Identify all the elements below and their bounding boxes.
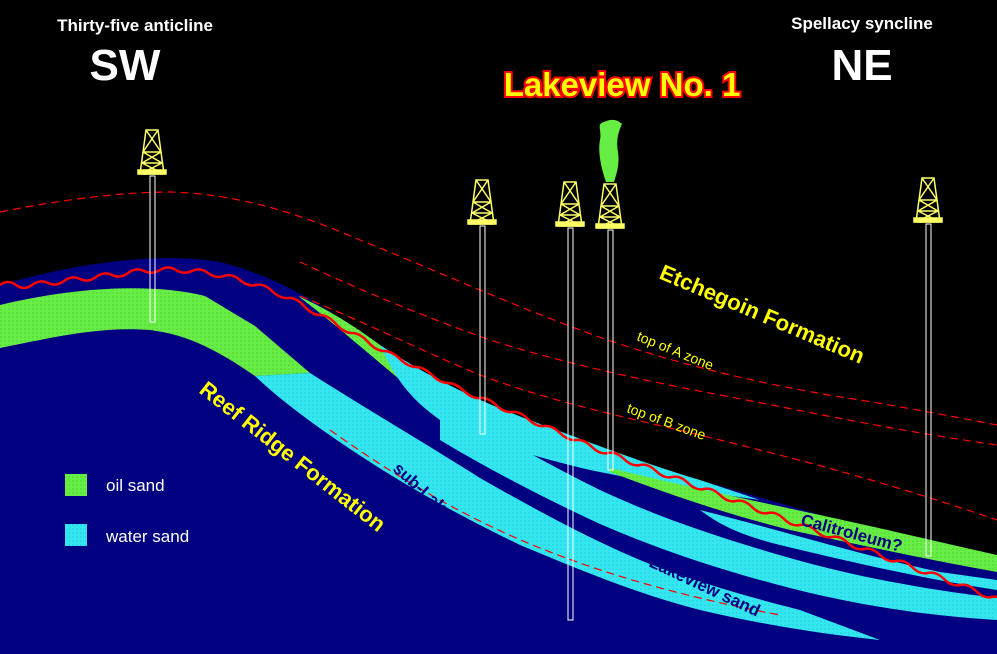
legend-label-water-sand: water sand	[105, 527, 189, 546]
top-b-label: top of B zone	[625, 400, 708, 443]
dashed-line-top-b	[299, 295, 997, 521]
dashed-line-top-a	[299, 261, 997, 446]
legend-swatch-oil-sand	[65, 474, 87, 496]
oil-sand-crest	[0, 288, 310, 376]
calitroleum-sand	[610, 468, 997, 572]
well-bore	[925, 223, 932, 557]
oil-derrick-icon	[913, 177, 943, 223]
well-bore	[149, 175, 156, 323]
ne-subtitle: Spellacy syncline	[791, 14, 933, 33]
well-ne	[913, 177, 943, 557]
dashed-line-upper	[0, 191, 997, 426]
calitroleum-water	[700, 510, 997, 590]
unconformity-line	[0, 266, 997, 599]
top-a-label: top of A zone	[635, 328, 716, 373]
oil-derrick-icon	[467, 179, 497, 225]
well-bore	[567, 227, 574, 621]
oil-derrick-icon	[555, 181, 585, 227]
well-2	[467, 179, 497, 435]
sub-lakeview-band	[255, 373, 880, 640]
well-bore	[479, 225, 486, 435]
legend-label-oil-sand: oil sand	[106, 476, 165, 495]
well-bore	[607, 229, 614, 471]
well-lakeview-no1	[595, 119, 625, 471]
oil-derrick-icon	[595, 183, 625, 229]
legend-swatch-water-sand	[65, 524, 87, 546]
well-sw	[137, 129, 167, 323]
ne-direction: NE	[831, 41, 892, 90]
lakeview-band	[440, 400, 997, 620]
oil-derrick-icon	[137, 129, 167, 175]
dashed-line-deep	[329, 429, 781, 616]
gusher-icon	[599, 119, 622, 182]
legend: oil sand water sand	[65, 474, 189, 546]
sw-subtitle: Thirty-five anticline	[57, 16, 213, 35]
diagram-title: Lakeview No. 1	[504, 66, 741, 103]
well-3	[555, 181, 585, 621]
sw-direction: SW	[90, 41, 161, 90]
